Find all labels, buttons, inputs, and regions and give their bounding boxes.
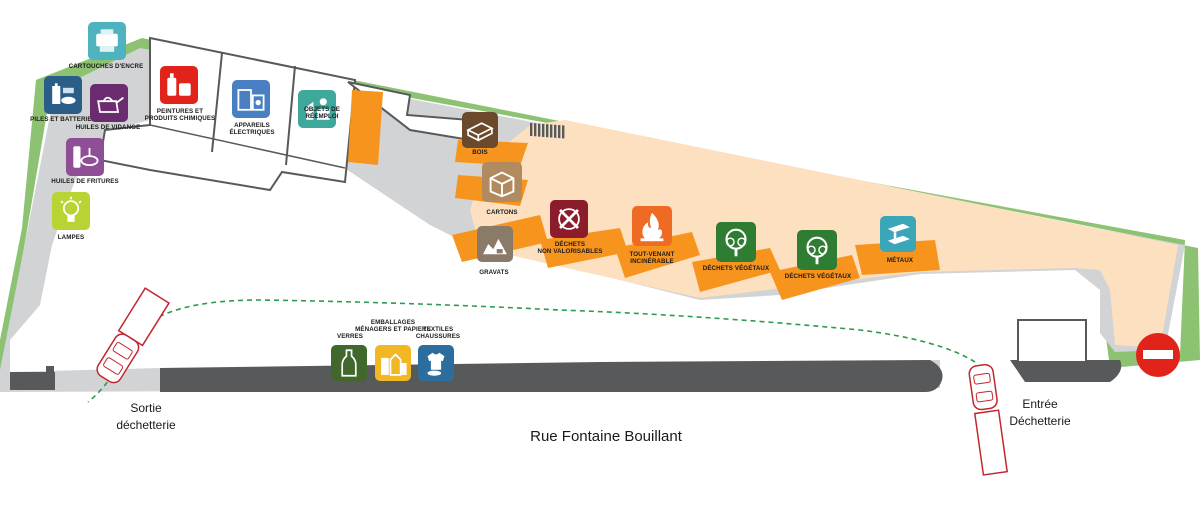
vegetaux-1-icon: DÉCHETS VÉGÉTAUX [703,222,770,272]
appareils-label: APPAREILS [234,122,270,129]
oil-can-icon [97,96,124,113]
entrance-label-line1: Entrée [1022,397,1058,411]
emballages-label: EMBALLAGES [371,319,415,326]
cartouches-icon: CARTOUCHES D'ENCRE [69,22,144,70]
lampes-icon: LAMPES [52,192,90,241]
car-exit [96,287,171,384]
vegetaux-2-label: DÉCHETS VÉGÉTAUX [785,272,852,280]
textiles-label: TEXTILES [423,326,453,333]
tree-icon [725,228,747,257]
bottle-icon [341,349,357,377]
metaux-label: MÉTAUX [887,256,914,264]
kiosk [1017,319,1087,363]
appareils-label-2: ÉLECTRIQUES [229,128,274,136]
frying-pan-icon [73,146,99,168]
steel-beam-icon [887,223,910,245]
tree-icon [806,236,828,265]
printer-icon [96,29,118,52]
vegetaux-2-icon: DÉCHETS VÉGÉTAUX [785,230,852,280]
peintures-label-2: PRODUITS CHIMIQUES [145,115,216,122]
huiles-fritures-icon: HUILES DE FRITURES [51,138,119,185]
tout-venant-label-2: INCINÉRABLE [630,257,673,265]
non-valorisables-label: DÉCHETS [555,240,585,248]
reemploi-label: OBJETS DE [304,106,340,113]
metaux-icon: MÉTAUX [880,216,916,264]
west-wall [10,372,55,390]
huiles-vidange-label: HUILES DE VIDANGE [76,124,141,131]
huiles-vidange-icon: HUILES DE VIDANGE [76,84,141,131]
reemploi-label-2: RÉEMPLOI [305,112,338,120]
chemicals-icon [167,73,191,96]
bois-icon: BOIS [462,112,498,156]
lamp-icon [60,196,82,222]
piles-icon: PILES ET BATTERIES [30,76,96,123]
non-valorisables-label-2: NON VALORISABLES [537,248,602,255]
skip-1 [348,90,383,165]
tout-venant-label: TOUT-VENANT [630,251,675,258]
fire-icon [640,212,664,242]
skip-9 [855,240,940,275]
huiles-fritures-label: HUILES DE FRITURES [51,178,118,185]
car-entrance [968,363,1009,476]
peintures-label: PEINTURES ET [157,108,203,115]
piles-label: PILES ET BATTERIES [30,116,96,123]
stairs [530,123,565,139]
kiosk-base [1010,360,1122,382]
skip-8 [770,255,860,300]
bois-label: BOIS [472,149,488,156]
road-wall [160,360,943,392]
rubble-icon [483,238,507,255]
appliance-icon [237,89,265,111]
box-icon [489,171,515,198]
emballages-label-2: MÉNAGERS ET PAPIERS [355,325,431,333]
cartouches-label: CARTOUCHES D'ENCRE [69,63,144,70]
textiles-label-2: CHAUSSURES [416,333,460,340]
cartons-label: CARTONS [486,209,517,216]
cartons-icon: CARTONS [482,162,522,216]
gravats-icon: GRAVATS [477,226,513,276]
exit-label-line1: Sortie [130,401,162,415]
skip-6 [615,232,700,278]
packaging-icon [381,353,407,376]
battery-icon [52,83,76,104]
verres-label: VERRES [337,333,363,340]
skip-7 [692,248,780,292]
gravats-label: GRAVATS [479,269,509,276]
no-recycle-icon [558,208,580,230]
no-entry-sign [1136,333,1180,377]
vegetaux-1-label: DÉCHETS VÉGÉTAUX [703,264,770,272]
pallet-icon [466,122,494,142]
street-name: Rue Fontaine Bouillant [530,428,683,445]
verres-icon: VERRES [331,333,367,381]
entrance-label-line2: Déchetterie [1009,414,1071,428]
reuse-icon [306,98,330,120]
lampes-label: LAMPES [58,234,84,241]
clothes-icon [427,352,445,376]
exit-label-line2: déchetterie [116,418,176,432]
